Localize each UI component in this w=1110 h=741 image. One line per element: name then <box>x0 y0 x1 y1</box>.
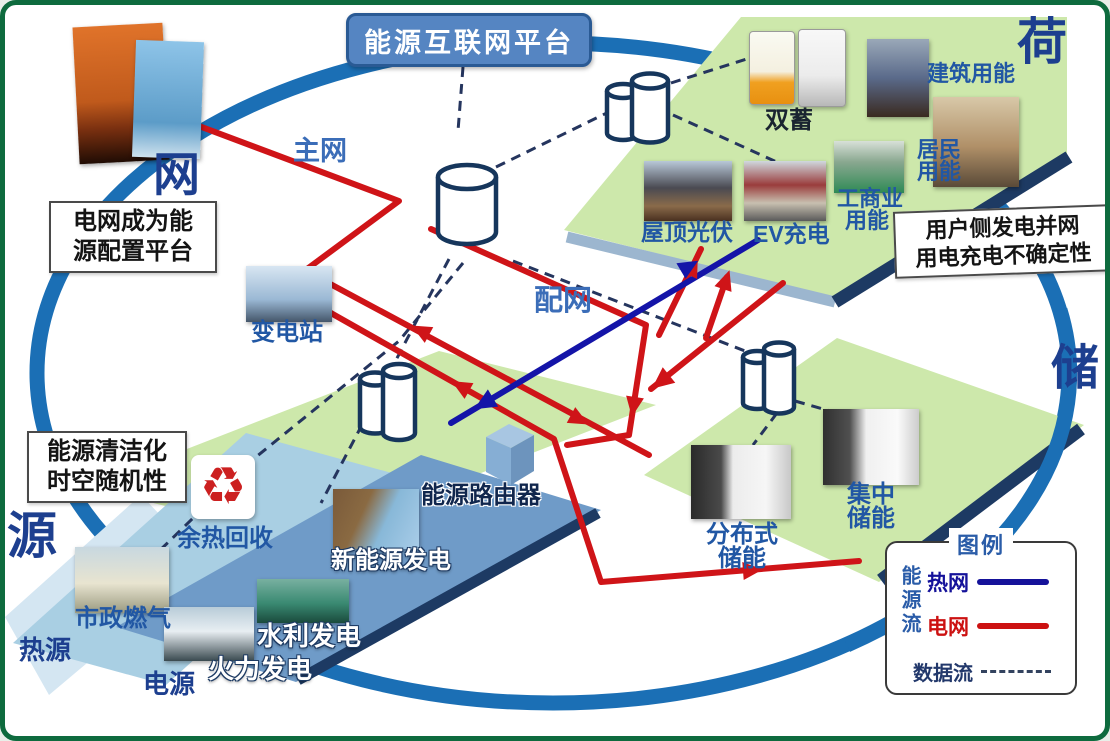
zone-grid-char: 网 <box>153 148 200 201</box>
centralized-line1: 集中 <box>847 481 895 508</box>
thermal-gen-label: 火力发电 <box>208 654 313 684</box>
photo-hydro-plant <box>257 579 349 623</box>
heat-network-line <box>448 237 761 426</box>
grid-note-line2: 源配置平台 <box>73 238 193 265</box>
municipal-gas-label: 市政燃气 <box>75 605 171 632</box>
energy-router-label: 能源路由器 <box>421 482 541 509</box>
ev-charging-label: EV充电 <box>753 221 830 247</box>
photo-municipal-gas <box>75 547 169 613</box>
residential-energy-label: 居民 用能 <box>917 137 962 185</box>
dual-storage-cabinet-left <box>749 31 795 105</box>
rooftop-pv-label: 屋顶光伏 <box>641 219 733 245</box>
zone-load-char: 荷 <box>1017 14 1067 70</box>
dual-storage-label: 双蓄 <box>765 107 813 134</box>
dual-storage-cabinet-right <box>798 29 846 107</box>
data-flow-line-sample <box>981 670 1051 673</box>
centralized-line2: 储能 <box>847 505 895 533</box>
residential-line1: 居民 <box>917 137 962 162</box>
photo-residential-energy <box>933 97 1019 187</box>
legend-row-data-flow: 数据流 <box>913 657 1051 686</box>
legend-row-power-grid: 电网 <box>927 611 1049 641</box>
industrial-line1: 工商业 <box>837 186 904 211</box>
data-hub-cylinders <box>357 71 797 443</box>
power-source-label: 电源 <box>143 669 196 699</box>
waste-heat-recycle-icon: ♻ <box>191 455 255 519</box>
photo-centralized-storage <box>823 409 919 485</box>
legend-row-heat-network: 热网 <box>927 567 1049 597</box>
power-grid-arrows <box>411 257 763 580</box>
load-note-box: 用户侧发电并网 用电充电不确定性 <box>892 204 1105 279</box>
photo-grid-pole <box>131 39 205 160</box>
photo-building-energy <box>867 39 929 117</box>
substation-label: 变电站 <box>251 319 323 346</box>
grid-note-line1: 电网成为能 <box>73 208 193 235</box>
grid-note-box: 电网成为能 源配置平台 <box>49 201 217 273</box>
source-note-line2: 时空随机性 <box>47 468 167 495</box>
industrial-line2: 用能 <box>845 208 890 234</box>
photo-substation <box>246 266 332 322</box>
heat-source-label: 热源 <box>19 635 72 665</box>
building-energy-label: 建筑用能 <box>927 61 1016 86</box>
legend-data-flow-label: 数据流 <box>913 663 973 685</box>
photo-distributed-storage <box>691 445 791 519</box>
page-title: 能源互联网平台 <box>346 13 592 67</box>
power-grid-line-sample <box>977 623 1049 629</box>
zone-source-char: 源 <box>7 508 57 564</box>
energy-router-cube <box>486 424 534 485</box>
photo-ev-charging <box>744 161 826 221</box>
photo-thermal-plant <box>164 607 254 661</box>
main-grid-label: 主网 <box>293 136 347 166</box>
distributed-line2: 储能 <box>718 545 766 573</box>
photo-solar-farm <box>333 489 419 549</box>
source-note-box: 能源清洁化 时空随机性 <box>27 431 187 503</box>
legend-heat-network-label: 热网 <box>927 572 969 595</box>
centralized-storage-label: 集中 储能 <box>847 481 895 533</box>
source-note-line1: 能源清洁化 <box>47 438 167 465</box>
distributed-line1: 分布式 <box>706 521 778 548</box>
legend-title: 图例 <box>948 528 1014 560</box>
renewable-gen-label: 新能源发电 <box>331 547 451 574</box>
legend-power-grid-label: 电网 <box>927 616 969 639</box>
heat-network-arrows <box>474 260 699 410</box>
residential-line2: 用能 <box>917 159 962 185</box>
legend-energy-flow-label: 能源流 <box>898 565 920 637</box>
photo-industrial-energy <box>834 141 904 193</box>
industrial-energy-label: 工商业 用能 <box>837 186 904 234</box>
dist-grid-label: 配网 <box>534 285 593 317</box>
waste-heat-label: 余热回收 <box>177 525 273 552</box>
hydro-gen-label: 水利发电 <box>257 621 362 651</box>
legend-box: 图例 能源流 热网 电网 数据流 <box>885 528 1077 695</box>
zone-storage-char: 储 <box>1051 342 1100 395</box>
photo-rooftop-pv <box>644 161 732 221</box>
distributed-storage-label: 分布式 储能 <box>706 521 778 573</box>
heat-network-line-sample <box>977 579 1049 585</box>
